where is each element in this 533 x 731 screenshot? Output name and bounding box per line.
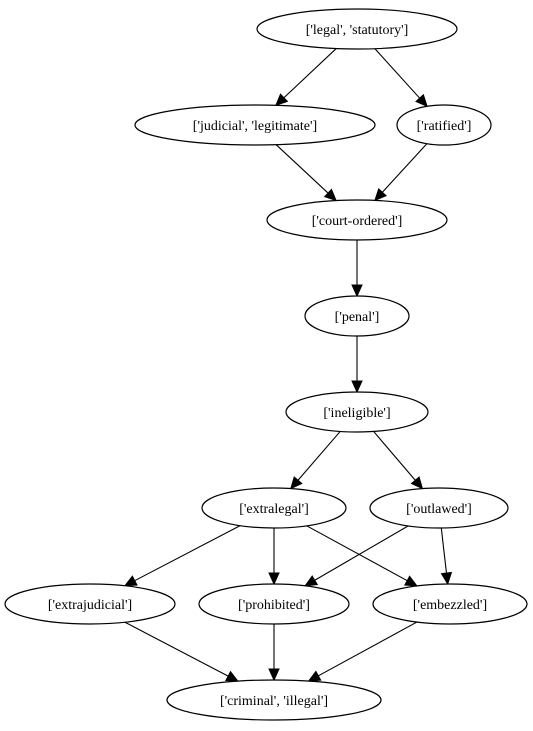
edge-line bbox=[314, 525, 409, 581]
node-label: ['embezzled'] bbox=[413, 598, 487, 613]
node-ellipse bbox=[201, 487, 347, 529]
edge-extralegal-to-prohibited bbox=[268, 528, 280, 586]
edge-line bbox=[283, 48, 337, 99]
node-embezzled: ['embezzled'] bbox=[372, 583, 528, 625]
node-court: ['court-ordered'] bbox=[266, 199, 448, 241]
node-ellipse bbox=[4, 583, 176, 625]
edge-extralegal-to-extrajudicial bbox=[123, 525, 241, 587]
edge-embezzled-to-criminal bbox=[307, 621, 418, 682]
arrowhead bbox=[275, 93, 289, 107]
edge-ratified-to-court bbox=[374, 143, 428, 202]
node-label: ['extrajudicial'] bbox=[48, 598, 132, 613]
arrowhead bbox=[374, 188, 388, 202]
node-penal: ['penal'] bbox=[304, 295, 410, 337]
edge-judicial-to-court bbox=[275, 144, 337, 202]
edge-legal-to-ratified bbox=[374, 48, 428, 108]
edge-extralegal-to-embezzled bbox=[306, 525, 418, 587]
node-prohibited: ['prohibited'] bbox=[198, 583, 350, 625]
node-ellipse bbox=[369, 487, 509, 529]
arrowhead bbox=[123, 575, 138, 587]
arrowhead bbox=[351, 284, 363, 298]
edge-line bbox=[297, 431, 341, 481]
edge-court-to-penal bbox=[351, 240, 363, 298]
node-ellipse bbox=[166, 679, 382, 721]
edge-line bbox=[306, 525, 408, 582]
edge-line bbox=[124, 621, 229, 677]
node-label: ['extralegal'] bbox=[239, 502, 309, 517]
arrowhead bbox=[268, 668, 280, 682]
arrowhead bbox=[304, 575, 319, 587]
node-judicial: ['judicial', 'legitimate'] bbox=[134, 104, 376, 146]
node-label: ['legal', 'statutory'] bbox=[306, 23, 409, 38]
node-ellipse bbox=[256, 8, 458, 50]
node-ellipse bbox=[396, 104, 492, 146]
node-ellipse bbox=[372, 583, 528, 625]
edge-legal-to-judicial bbox=[275, 48, 337, 107]
arrowhead bbox=[224, 670, 239, 682]
node-legal: ['legal', 'statutory'] bbox=[256, 8, 458, 50]
arrowhead bbox=[410, 476, 424, 490]
edge-prohibited-to-criminal bbox=[268, 624, 280, 682]
edge-line bbox=[381, 143, 428, 193]
node-label: ['outlawed'] bbox=[406, 502, 472, 517]
arrowhead bbox=[290, 476, 303, 490]
node-label: ['ratified'] bbox=[417, 119, 472, 134]
edge-ineligible-to-extralegal bbox=[290, 431, 341, 490]
arrowhead bbox=[323, 188, 337, 202]
node-criminal: ['criminal', 'illegal'] bbox=[166, 679, 382, 721]
node-extrajudicial: ['extrajudicial'] bbox=[4, 583, 176, 625]
node-label: ['ineligible'] bbox=[323, 406, 390, 421]
arrowhead bbox=[403, 575, 418, 587]
edge-outlawed-to-embezzled bbox=[440, 527, 453, 586]
edge-line bbox=[440, 527, 448, 574]
edge-extrajudicial-to-criminal bbox=[124, 621, 239, 682]
edge-penal-to-ineligible bbox=[351, 336, 363, 394]
arrowhead bbox=[307, 670, 322, 682]
edge-line bbox=[275, 144, 329, 194]
node-ineligible: ['ineligible'] bbox=[285, 391, 429, 433]
arrowhead bbox=[440, 571, 453, 586]
edge-line bbox=[374, 48, 421, 99]
node-label: ['penal'] bbox=[335, 310, 380, 325]
edge-ineligible-to-outlawed bbox=[373, 431, 424, 490]
nodes-layer: ['legal', 'statutory'] ['judicial', 'legi… bbox=[4, 8, 528, 721]
node-ellipse bbox=[198, 583, 350, 625]
arrowhead bbox=[351, 380, 363, 394]
node-label: ['judicial', 'legitimate'] bbox=[193, 119, 317, 134]
arrowhead bbox=[268, 572, 280, 586]
arrowhead bbox=[415, 93, 428, 108]
edge-line bbox=[373, 431, 416, 481]
edge-outlawed-to-prohibited bbox=[304, 525, 409, 587]
node-label: ['prohibited'] bbox=[238, 598, 310, 613]
node-ellipse bbox=[304, 295, 410, 337]
node-ratified: ['ratified'] bbox=[396, 104, 492, 146]
node-ellipse bbox=[285, 391, 429, 433]
edge-line bbox=[318, 621, 418, 677]
node-label: ['criminal', 'illegal'] bbox=[220, 694, 328, 709]
node-extralegal: ['extralegal'] bbox=[201, 487, 347, 529]
edges-layer bbox=[123, 48, 453, 682]
node-ellipse bbox=[266, 199, 448, 241]
node-ellipse bbox=[134, 104, 376, 146]
node-outlawed: ['outlawed'] bbox=[369, 487, 509, 529]
node-label: ['court-ordered'] bbox=[312, 214, 403, 229]
edge-line bbox=[134, 525, 241, 582]
